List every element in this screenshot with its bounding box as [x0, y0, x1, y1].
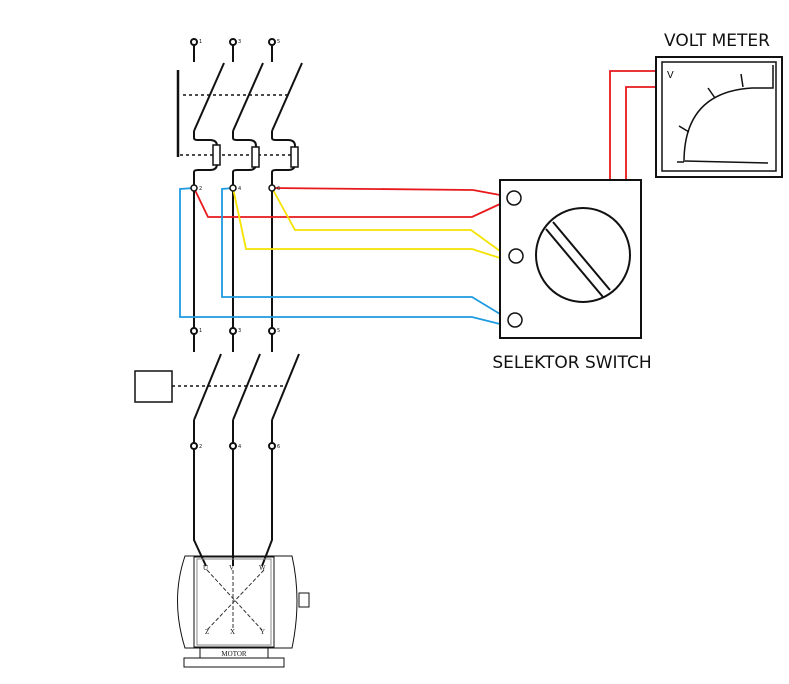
- motor-terminal-labels: U V W Z X Y MOTOR: [203, 564, 266, 658]
- blue-wire: [221, 187, 501, 315]
- breaker-out-terminals: [190, 184, 276, 192]
- voltmeter-title: VOLT METER: [664, 31, 770, 51]
- motor-terminal-y: Y: [260, 628, 265, 636]
- red-wire: [271, 187, 501, 196]
- motor-terminal-w: W: [259, 564, 266, 572]
- motor-terminal-v: V: [229, 564, 234, 572]
- blue-wire: [179, 187, 501, 325]
- motor-terminal-u: U: [203, 564, 208, 572]
- terminal-label: 4: [238, 186, 241, 192]
- wires: [179, 70, 656, 325]
- terminal-label: 2: [199, 186, 202, 192]
- selector-title: SELEKTOR SWITCH: [492, 353, 651, 373]
- contactor: [134, 327, 300, 567]
- terminal-label: 2: [199, 444, 202, 450]
- selector-switch: [499, 179, 642, 339]
- terminal-label: 3: [238, 39, 241, 45]
- yellow-wire: [271, 187, 501, 252]
- contactor-coil: [134, 370, 173, 403]
- yellow-wire: [232, 187, 501, 259]
- motor-label: MOTOR: [221, 650, 246, 658]
- selector-knob: [535, 207, 631, 303]
- supply-terminals: [190, 38, 276, 46]
- terminal-label: 3: [238, 328, 241, 334]
- terminal-label: 6: [277, 186, 280, 192]
- terminal-label: 5: [277, 328, 280, 334]
- red-wire: [609, 70, 656, 180]
- voltmeter: [655, 56, 783, 178]
- breaker: [176, 38, 303, 328]
- terminal-label: 4: [238, 444, 241, 450]
- terminal-numbers: 1 3 5 2 4 6 1 3 5 2 4 6: [199, 39, 280, 450]
- terminal-label: 1: [199, 328, 202, 334]
- terminal-label: 1: [199, 39, 202, 45]
- motor-terminal-x: X: [230, 628, 235, 636]
- terminal-label: 6: [277, 444, 280, 450]
- red-wire: [625, 86, 656, 180]
- terminal-label: 5: [277, 39, 280, 45]
- voltmeter-unit: V: [667, 70, 674, 81]
- motor-terminal-z: Z: [205, 628, 209, 636]
- motor: [177, 555, 310, 668]
- red-wire: [193, 187, 501, 218]
